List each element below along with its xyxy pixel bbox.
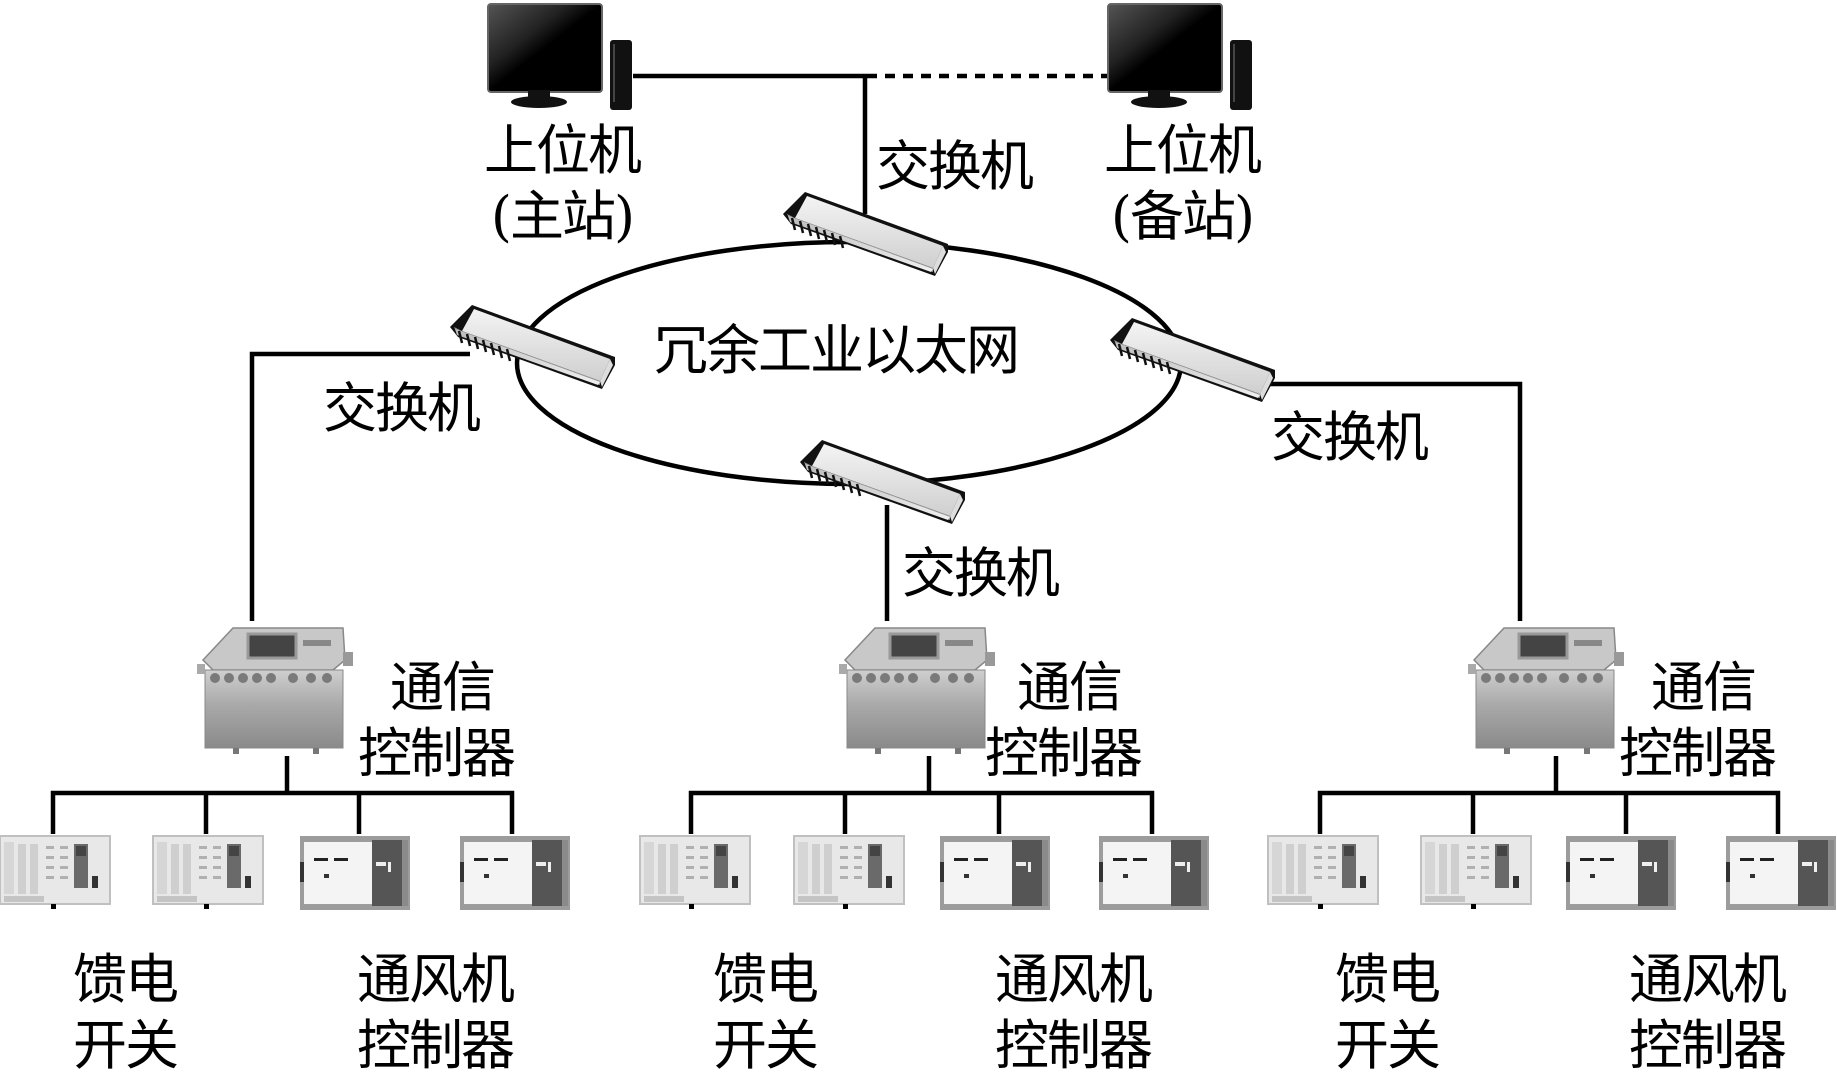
feeder-dots bbox=[51, 904, 1476, 909]
feeder-label-line2: 开关 bbox=[1335, 1014, 1441, 1077]
controller-label-line1: 通信 bbox=[1651, 656, 1757, 719]
controller-label-line2: 控制器 bbox=[1619, 722, 1777, 785]
fan-controller-label: 通风机 控制器 bbox=[1612, 947, 1802, 1079]
link-left-branch bbox=[249, 351, 470, 621]
controller-label-line1: 通信 bbox=[390, 656, 496, 719]
communication-controller-icon bbox=[837, 626, 997, 756]
fan-label-line1: 通风机 bbox=[995, 948, 1153, 1011]
feeder-label-line1: 馈电 bbox=[73, 948, 179, 1011]
communication-controller-icon bbox=[195, 626, 355, 756]
field-devices bbox=[0, 835, 1836, 910]
fan-controller-panel-icon bbox=[1726, 836, 1836, 910]
communication-controller-icon bbox=[1466, 626, 1626, 756]
fan-controller-panel-icon bbox=[1566, 836, 1676, 910]
controller-label-line1: 通信 bbox=[1017, 656, 1123, 719]
bus-right bbox=[1317, 790, 1781, 834]
fan-controller-panel-icon bbox=[940, 836, 1050, 910]
feeder-switch-panel-icon bbox=[0, 835, 111, 905]
fan-label-line2: 控制器 bbox=[995, 1014, 1153, 1077]
host-primary-label: 上位机 (主站) bbox=[462, 118, 662, 250]
feeder-label-line2: 开关 bbox=[713, 1014, 819, 1077]
fan-label-line2: 控制器 bbox=[357, 1014, 515, 1077]
fan-label-line1: 通风机 bbox=[1629, 948, 1787, 1011]
host-backup-label: 上位机 (备站) bbox=[1082, 118, 1282, 250]
switch-label-top: 交换机 bbox=[876, 135, 1034, 198]
fan-controller-label: 通风机 控制器 bbox=[340, 947, 530, 1079]
fan-controller-panel-icon bbox=[300, 836, 410, 910]
feeder-label-line1: 馈电 bbox=[1335, 948, 1441, 1011]
feeder-switch-panel-icon bbox=[1267, 835, 1379, 905]
controller-label-line2: 控制器 bbox=[985, 722, 1143, 785]
controller-label-line2: 控制器 bbox=[358, 722, 516, 785]
switch-label-left: 交换机 bbox=[323, 377, 481, 440]
feeder-switch-label: 馈电 开关 bbox=[1322, 947, 1452, 1079]
feeder-label-line2: 开关 bbox=[73, 1014, 179, 1077]
bus-middle bbox=[688, 790, 1155, 834]
host-backup-title: 上位机 bbox=[1104, 119, 1262, 182]
ring-label: 冗余工业以太网 bbox=[654, 319, 1020, 382]
feeder-switch-panel-icon bbox=[152, 835, 264, 905]
controller-label-middle: 通信 控制器 bbox=[973, 655, 1153, 787]
link-right-branch bbox=[1266, 381, 1523, 621]
network-switch-icon bbox=[1108, 316, 1277, 404]
feeder-switch-panel-icon bbox=[639, 835, 751, 905]
fan-label-line1: 通风机 bbox=[357, 948, 515, 1011]
switch-label-right: 交换机 bbox=[1271, 406, 1429, 469]
feeder-label-line1: 馈电 bbox=[713, 948, 819, 1011]
host-backup-role: (备站) bbox=[1110, 185, 1255, 248]
controller-label-right: 通信 控制器 bbox=[1607, 655, 1787, 787]
switch-label-bottom: 交换机 bbox=[902, 542, 1060, 605]
feeder-switch-label: 馈电 开关 bbox=[60, 947, 190, 1079]
feeder-switch-panel-icon bbox=[1420, 835, 1532, 905]
host-primary-title: 上位机 bbox=[484, 119, 642, 182]
fan-controller-panel-icon bbox=[1099, 836, 1209, 910]
desktop-computer-icon bbox=[1107, 3, 1253, 111]
fan-controller-panel-icon bbox=[460, 836, 570, 910]
host-primary-role: (主站) bbox=[490, 185, 635, 248]
fan-label-line2: 控制器 bbox=[1629, 1014, 1787, 1077]
bus-left bbox=[50, 790, 515, 834]
controller-label-left: 通信 控制器 bbox=[346, 655, 526, 787]
fan-controller-label: 通风机 控制器 bbox=[978, 947, 1168, 1079]
feeder-switch-label: 馈电 开关 bbox=[700, 947, 830, 1079]
feeder-switch-panel-icon bbox=[793, 835, 905, 905]
desktop-computer-icon bbox=[487, 3, 633, 111]
